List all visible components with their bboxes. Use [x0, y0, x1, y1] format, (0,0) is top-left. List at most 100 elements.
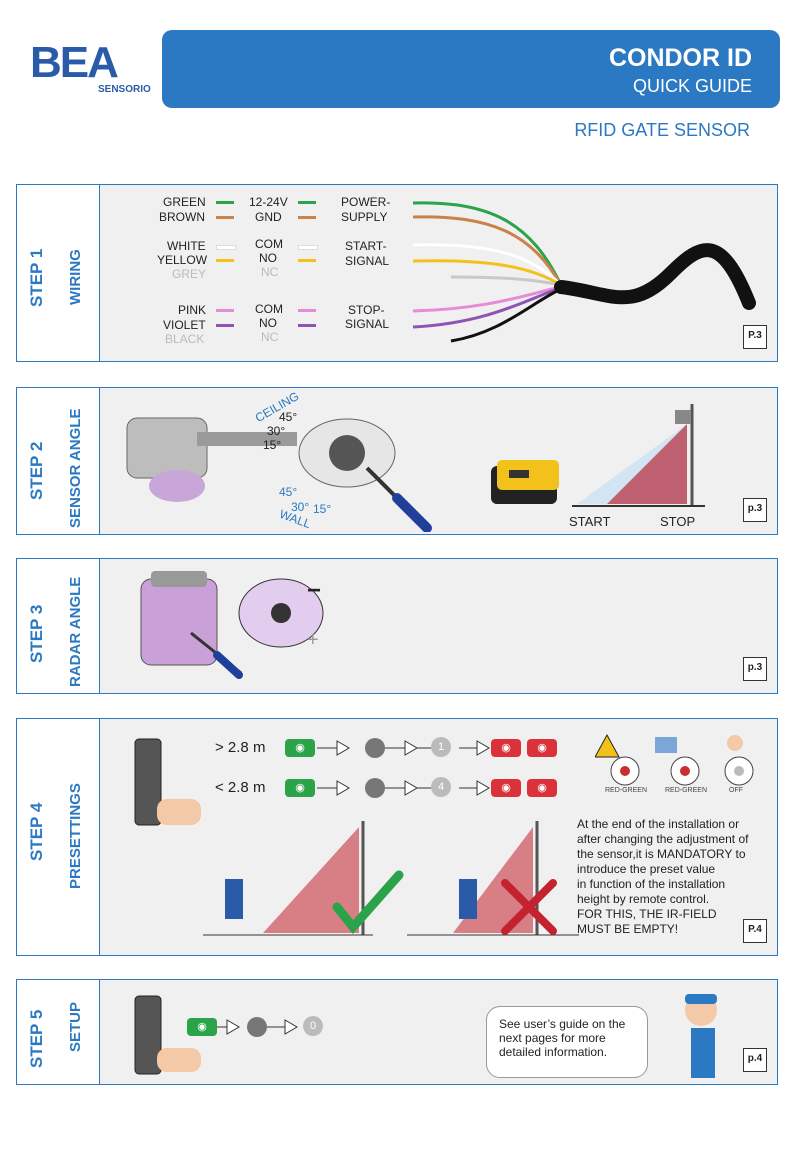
step-name: SETUP — [67, 1001, 84, 1052]
page-ref: P.3 — [743, 325, 767, 349]
cable-illustration — [412, 201, 756, 343]
step-3-panel: STEP 3 RADAR ANGLE − + p.3 — [16, 558, 778, 694]
lock-icon: ◉ — [527, 779, 557, 797]
wire-dash — [216, 324, 234, 327]
step-label: STEP 3 — [27, 604, 46, 663]
terminal-label: 12-24V — [249, 195, 288, 209]
sensor-bracket-illustration — [126, 417, 432, 532]
step-name: WIRING — [67, 249, 84, 305]
sequence-arrows — [217, 1017, 298, 1037]
ceiling-angle: 45° — [279, 410, 298, 424]
step-label: STEP 5 — [27, 1009, 46, 1068]
start-label: START — [569, 514, 611, 529]
wire-color-label: VIOLET — [163, 318, 206, 332]
group-label: SIGNAL — [345, 317, 390, 331]
page-ref: p.3 — [743, 498, 767, 522]
wire-color-label: GREEN — [163, 195, 206, 209]
minus-sign: − — [307, 577, 322, 604]
ceiling-angle: 30° — [267, 424, 286, 438]
terminal-label: NO — [259, 251, 277, 265]
led-status-icons — [595, 733, 754, 786]
group-label: POWER- — [341, 195, 391, 209]
lock-icon: ◉ — [491, 739, 521, 757]
group-label: SIGNAL — [345, 254, 390, 268]
unlock-icon: ◉ — [187, 1018, 217, 1036]
terminal-label: COM — [255, 237, 283, 251]
page-ref: p.3 — [743, 657, 767, 681]
brand-logo: BEA — [30, 38, 119, 87]
speech-bubble: See user’s guide on the next pages for m… — [486, 1006, 648, 1078]
lock-icon: ◉ — [527, 739, 557, 757]
wire-color-label: GREY — [172, 267, 207, 281]
step-2-panel: STEP 2 SENSOR ANGLE CEILING 45° 30° 15° … — [16, 387, 778, 535]
wire-dash — [298, 324, 316, 327]
group-label: START- — [345, 239, 387, 253]
handheld-tester-illustration — [491, 460, 559, 504]
brand-sub: SENSORIO — [98, 84, 151, 95]
wall-angle: 30° — [291, 500, 310, 514]
wire-dash — [216, 216, 234, 219]
terminal-label: GND — [255, 210, 282, 224]
step-label: STEP 1 — [27, 248, 46, 307]
step-label: STEP 2 — [27, 441, 46, 500]
radar-adjust-illustration — [140, 571, 324, 679]
step-1-panel: STEP 1 WIRING GREEN BROWN WHITE YELLOW G… — [16, 184, 778, 362]
plus-sign: + — [307, 629, 319, 651]
sequence-arrows — [317, 738, 490, 758]
wire-color-label: BLACK — [165, 332, 205, 346]
title-bar — [162, 30, 780, 108]
led-label: RED-GREEN — [605, 787, 648, 794]
step-name: PRESETTINGS — [67, 783, 84, 889]
wire-color-label: WHITE — [167, 239, 206, 253]
led-label: RED-GREEN — [665, 787, 708, 794]
stop-label: STOP — [660, 514, 696, 529]
wire-dash — [298, 245, 318, 250]
wire-color-label: YELLOW — [157, 253, 208, 267]
setup-value-badge: 0 — [303, 1016, 323, 1036]
installation-scenes — [203, 821, 579, 936]
remote-control-icon — [134, 738, 201, 826]
terminal-label: NC — [261, 330, 279, 344]
wire-dash — [216, 245, 236, 250]
step-label: STEP 4 — [27, 802, 46, 861]
preset-value-badge: 4 — [431, 777, 451, 797]
group-label: SUPPLY — [341, 210, 388, 224]
terminal-label: COM — [255, 302, 283, 316]
sequence-arrows — [317, 778, 490, 798]
step-4-panel: STEP 4 PRESETTINGS > 2.8 m ◉ 1 ◉ ◉ < 2.8… — [16, 718, 778, 956]
page-title: CONDOR ID — [608, 44, 752, 72]
terminal-label: NO — [259, 316, 277, 330]
technician-illustration — [685, 994, 717, 1078]
preset-value-badge: 1 — [431, 737, 451, 757]
product-name: RFID GATE SENSOR — [574, 120, 750, 140]
step-name: RADAR ANGLE — [67, 576, 84, 687]
page-subtitle: QUICK GUIDE — [632, 76, 752, 96]
led-label: OFF — [729, 787, 743, 794]
height-label: > 2.8 m — [215, 739, 266, 756]
ceiling-angle: 15° — [263, 438, 282, 452]
step-name: SENSOR ANGLE — [67, 408, 84, 528]
presetting-note: At the end of the installation or after … — [577, 817, 749, 936]
page-ref: p.4 — [743, 1048, 767, 1072]
wire-dash — [298, 201, 316, 204]
remote-control-icon — [134, 995, 201, 1075]
wire-dash — [298, 309, 316, 312]
beam-diagram — [572, 404, 705, 507]
wire-dash — [298, 216, 316, 219]
unlock-icon: ◉ — [285, 779, 315, 797]
wire-dash — [298, 259, 316, 262]
terminal-label: NC — [261, 265, 279, 279]
wire-dash — [216, 309, 234, 312]
wire-dash — [216, 201, 234, 204]
wire-dash — [216, 259, 234, 262]
unlock-icon: ◉ — [285, 739, 315, 757]
wall-angle: 15° — [313, 502, 332, 516]
group-label: STOP- — [348, 303, 385, 317]
wall-angle: 45° — [279, 485, 298, 499]
height-label: < 2.8 m — [215, 779, 266, 796]
step-5-panel: STEP 5 SETUP ◉ 0 p.4 — [16, 979, 778, 1085]
page-ref: P.4 — [743, 919, 767, 943]
wire-color-label: PINK — [178, 303, 207, 317]
wire-color-label: BROWN — [159, 210, 205, 224]
lock-icon: ◉ — [491, 779, 521, 797]
